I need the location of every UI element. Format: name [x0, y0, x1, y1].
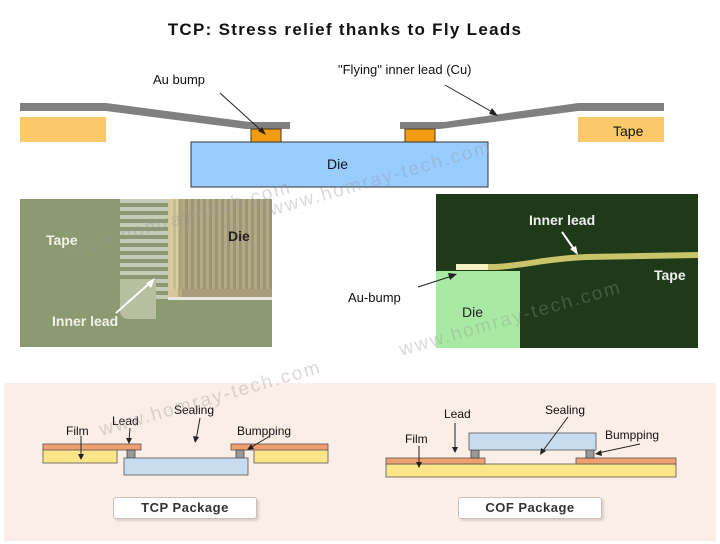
tcp-package-caption: TCP Package — [113, 497, 257, 519]
photo-right-au-bump-label: Au-bump — [348, 290, 401, 305]
die-block — [190, 141, 489, 188]
cof-lead-label: Lead — [444, 407, 471, 421]
photo-right-die-label: Die — [462, 304, 484, 320]
cof-film-label: Film — [405, 432, 428, 446]
right-flying-lead — [400, 103, 664, 129]
tape-label: Tape — [613, 123, 644, 139]
photo-left-inner-lead-label: Inner lead — [52, 313, 119, 329]
die-region — [168, 199, 272, 299]
left-flying-lead — [20, 103, 290, 129]
tcp-bumpping-label: Bumpping — [237, 424, 292, 438]
photo-left-die-label: Die — [228, 228, 250, 244]
au-bump-arrow — [219, 92, 265, 134]
tcp-film-label: Film — [66, 424, 89, 438]
left-tape — [20, 117, 106, 142]
die-label: Die — [327, 156, 349, 172]
flying-lead-arrow — [444, 84, 495, 114]
tcp-sealing-label: Sealing — [174, 403, 215, 417]
page-title: TCP: Stress relief thanks to Fly Leads — [167, 20, 523, 39]
tcp-lead-label: Lead — [112, 414, 139, 428]
flying-lead-label: "Flying" inner lead (Cu) — [338, 62, 472, 77]
photo-left-tape-label: Tape — [46, 232, 78, 248]
cof-bumpping-label: Bumpping — [605, 428, 660, 442]
photo-right-inner-lead-label: Inner lead — [529, 212, 596, 228]
photo-right-tape-label: Tape — [654, 267, 686, 283]
cof-sealing-label: Sealing — [545, 403, 586, 417]
right-tape — [578, 117, 664, 142]
au-bump-label: Au bump — [153, 72, 206, 87]
cof-package-caption: COF Package — [458, 497, 602, 519]
left-micrograph: Tape Die Inner lead — [20, 199, 272, 347]
